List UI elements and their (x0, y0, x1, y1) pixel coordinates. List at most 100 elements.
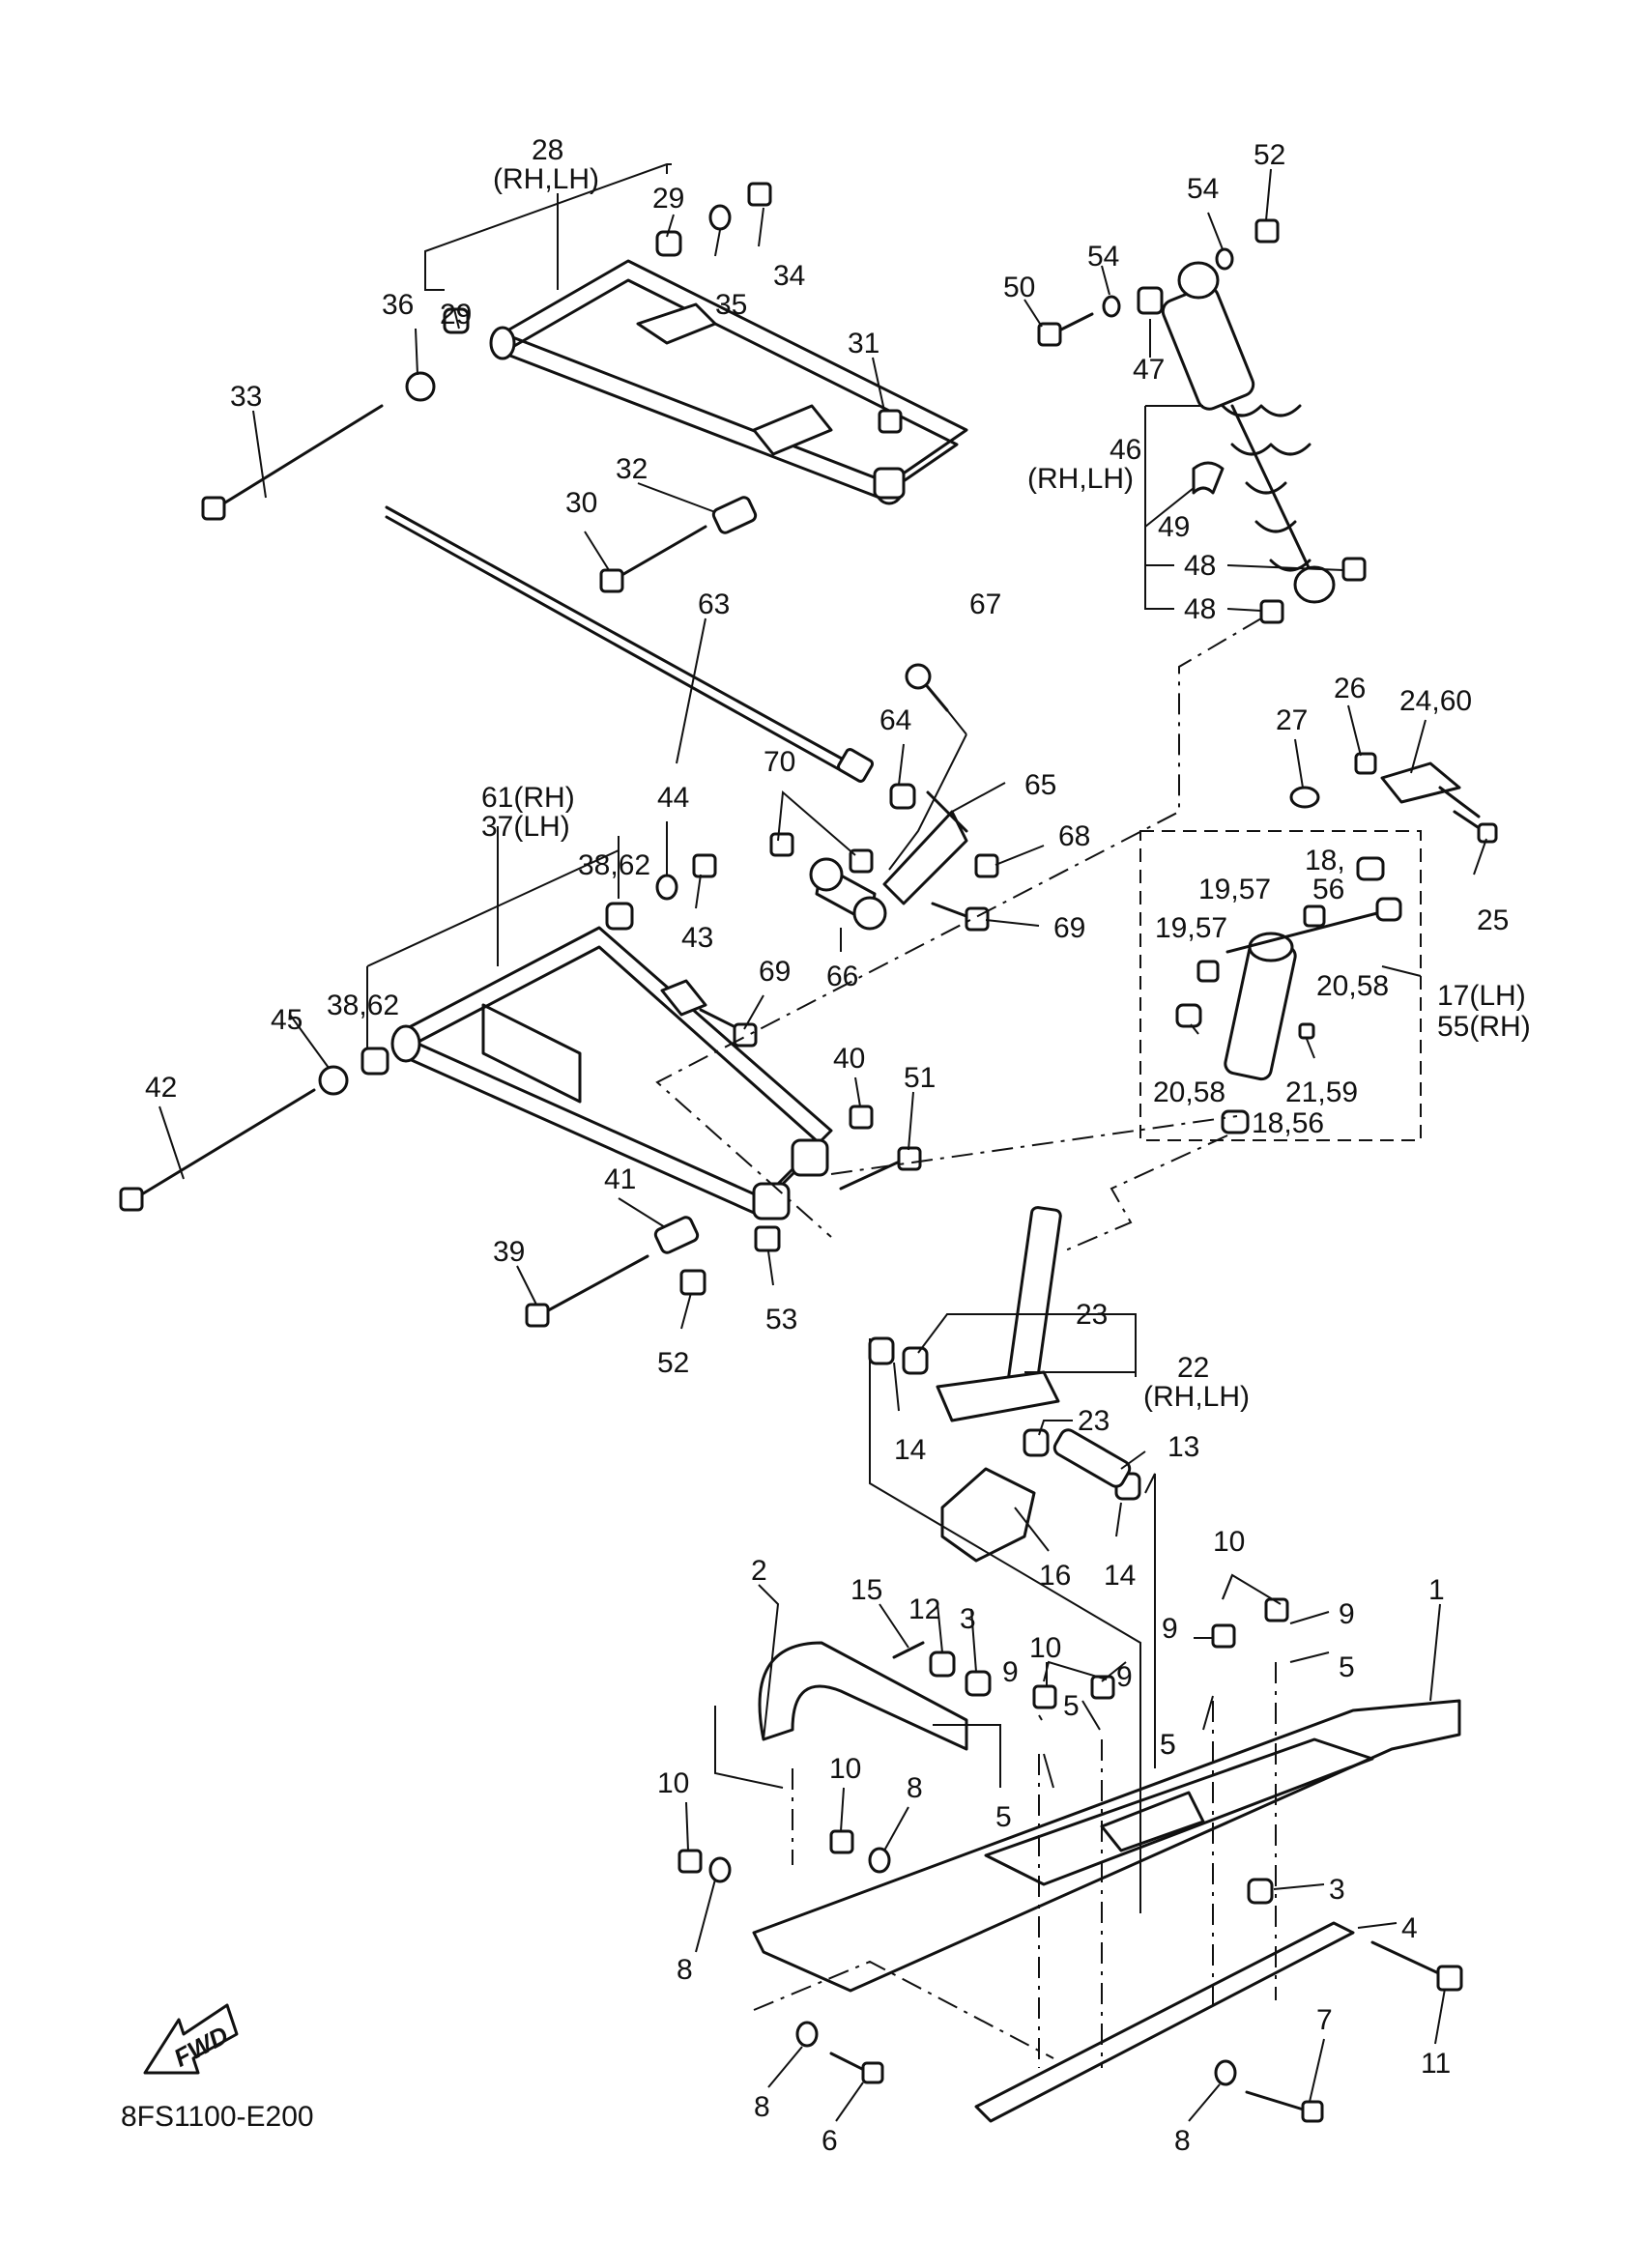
wear-bar-4 (974, 1921, 1355, 2123)
bolt-39 (525, 1254, 649, 1328)
callout-50: 50 (1003, 272, 1035, 303)
callout-5-low: 5 (1160, 1729, 1176, 1761)
callout-44: 44 (657, 782, 689, 814)
callout-5-right-top: 5 (1339, 1651, 1355, 1683)
callout-22: 22 (1177, 1352, 1209, 1384)
callout-19-top: 19,57 (1198, 874, 1271, 905)
callout-8-left: 8 (677, 1954, 693, 1986)
callout-66: 66 (826, 961, 858, 992)
bushing-18-top (1356, 856, 1385, 881)
washer-45 (318, 1065, 349, 1096)
callout-43: 43 (681, 922, 713, 954)
bolt-42 (119, 1088, 316, 1212)
callout-labels: 28 (RH,LH) 29 35 34 36 29 33 31 32 30 63… (145, 134, 1531, 2157)
callout-67: 67 (969, 589, 1001, 620)
torque-rod-63 (385, 505, 875, 783)
collar-3-a (965, 1670, 992, 1697)
callout-28-sub: (RH,LH) (493, 163, 599, 195)
washer-8-b (868, 1847, 891, 1874)
bushing-18-bottom (1221, 1109, 1250, 1134)
callout-10-right: 10 (1213, 1526, 1245, 1558)
clip-49 (1192, 461, 1225, 495)
callout-6: 6 (822, 2125, 838, 2157)
callout-38-bottom: 38,62 (327, 990, 399, 1021)
pin-15 (892, 1641, 925, 1659)
assembly-lines (655, 617, 1277, 2068)
callout-45: 45 (271, 1004, 303, 1036)
callout-23-top: 23 (1076, 1299, 1108, 1331)
callout-31: 31 (848, 328, 879, 359)
washer-8-a (708, 1856, 732, 1883)
callout-52-bottom: 52 (657, 1347, 689, 1379)
handle-2 (758, 1641, 968, 1751)
callout-18-bottom: 18,56 (1252, 1107, 1324, 1139)
callout-35: 35 (715, 289, 747, 321)
bushing-29-right (655, 230, 682, 257)
washer-35 (708, 204, 732, 231)
bushing-14-a (868, 1336, 895, 1365)
spacer-12 (929, 1651, 956, 1678)
spindle-group-outline (1139, 830, 1422, 1141)
bolt-7 (1245, 2090, 1324, 2123)
callout-10-center: 10 (1029, 1632, 1061, 1664)
nut-10-f (1264, 1597, 1289, 1622)
spindle-housing (1224, 911, 1379, 1081)
washer-8-d (1214, 2059, 1237, 2086)
callout-9-center: 9 (1116, 1661, 1133, 1693)
nut-10-e (1211, 1623, 1236, 1649)
callout-38-top: 38,62 (578, 849, 650, 881)
callout-7: 7 (1316, 2004, 1333, 2036)
nut-26 (1354, 752, 1377, 775)
lower-arm (390, 926, 833, 1220)
nut-70-b (849, 848, 874, 874)
callout-3-top: 3 (960, 1603, 976, 1635)
callout-10-left-mid: 10 (829, 1753, 861, 1785)
nut-10-a (677, 1849, 703, 1874)
callout-46-sub: (RH,LH) (1027, 463, 1134, 495)
callout-21: 21,59 (1285, 1077, 1358, 1108)
seal-20-b (1175, 1003, 1202, 1028)
callout-47: 47 (1133, 354, 1165, 386)
grease-nipple-21 (1298, 1022, 1315, 1040)
nut-70-a (769, 832, 794, 857)
collar-64 (889, 783, 916, 810)
ski-1 (752, 1699, 1461, 1993)
fwd-direction-badge: FWD (143, 2003, 239, 2075)
callout-54-mid: 54 (1087, 241, 1119, 273)
ski-column-22 (936, 1206, 1062, 1422)
collar-32 (711, 496, 758, 534)
collar-48-b (1259, 599, 1284, 624)
shock-absorber (1161, 261, 1336, 604)
washer-8-c (795, 2021, 819, 2048)
callout-68: 68 (1058, 820, 1090, 852)
callout-14-left: 14 (894, 1434, 926, 1466)
callout-14-right: 14 (1104, 1560, 1136, 1592)
callout-26: 26 (1334, 673, 1366, 704)
callout-65: 65 (1024, 769, 1056, 801)
callout-36: 36 (382, 289, 414, 321)
callout-8-bottom-right: 8 (1174, 2125, 1191, 2157)
link-66 (809, 857, 887, 931)
stopper-16 (940, 1467, 1036, 1563)
callout-5-center: 5 (1063, 1690, 1080, 1722)
callout-54-top: 54 (1187, 173, 1219, 205)
figure-code: 8FS1100-E200 (121, 2101, 314, 2133)
collar-48-a (1341, 557, 1367, 582)
nut-40 (849, 1105, 874, 1130)
collar-41 (653, 1216, 700, 1254)
callout-1: 1 (1428, 1574, 1445, 1606)
callout-16: 16 (1039, 1560, 1071, 1592)
callout-23-bottom: 23 (1078, 1405, 1110, 1437)
bushing-23-a (902, 1346, 929, 1375)
callout-70: 70 (764, 746, 795, 778)
callout-2: 2 (751, 1555, 767, 1587)
bolt-51 (839, 1146, 922, 1191)
callout-52-top: 52 (1254, 139, 1285, 171)
bolt-67 (905, 663, 949, 712)
callout-48-b: 48 (1184, 593, 1216, 625)
callout-40: 40 (833, 1043, 865, 1075)
nut-52-top (1254, 218, 1280, 244)
shaft-13 (1052, 1428, 1132, 1488)
cap-27 (1289, 786, 1320, 809)
